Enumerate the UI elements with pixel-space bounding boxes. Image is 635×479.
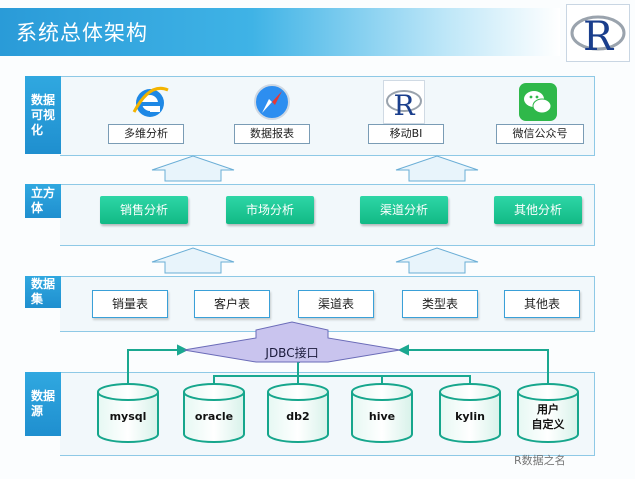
- page-title: 系统总体架构: [16, 21, 148, 45]
- cube-item-market: 市场分析: [226, 196, 314, 224]
- up-arrow: [151, 155, 235, 182]
- dataset-item-customer: 客户表: [194, 290, 270, 318]
- svg-text:R: R: [393, 89, 415, 122]
- db-label-hive: hive: [368, 410, 396, 423]
- cube-item-other: 其他分析: [494, 196, 582, 224]
- connector-arrowhead: [397, 344, 409, 356]
- db-kylin-icon: [439, 383, 501, 443]
- mobile-bi-r-icon: R: [383, 80, 425, 124]
- safari-icon: [252, 82, 292, 122]
- up-arrow: [395, 155, 479, 182]
- datasource-layer-label: 数据源: [25, 372, 61, 436]
- ie-icon: [130, 82, 170, 122]
- connector-line: [213, 375, 471, 388]
- wechat-icon: [518, 82, 558, 122]
- db-label-db2: db2: [286, 410, 310, 423]
- connector-line: [127, 349, 180, 388]
- cube-layer-label: 立方体: [25, 184, 61, 218]
- cube-item-sales: 销售分析: [100, 196, 188, 224]
- viz-item-mobile-bi: 移动BI: [368, 124, 444, 144]
- db-label-kylin: kylin: [455, 410, 485, 423]
- viz-layer-label-text: 数据可视化: [31, 92, 56, 137]
- cube-item-channel: 渠道分析: [360, 196, 448, 224]
- dataset-item-other: 其他表: [504, 290, 580, 318]
- svg-text:R: R: [583, 14, 615, 60]
- viz-item-wechat: 微信公众号: [496, 124, 584, 144]
- dataset-item-type: 类型表: [402, 290, 478, 318]
- connector-arrowhead: [177, 344, 189, 356]
- db-hive-icon: [351, 383, 413, 443]
- up-arrow: [151, 247, 235, 274]
- viz-layer-label: 数据可视化: [25, 76, 61, 154]
- dataset-item-channel: 渠道表: [298, 290, 374, 318]
- db-label-custom: 用户 自定义: [531, 403, 565, 431]
- r-logo-icon: R: [566, 4, 630, 62]
- jdbc-interface-shape: [183, 321, 401, 363]
- db-oracle-icon: [183, 383, 245, 443]
- jdbc-interface-label: JDBC接口: [265, 346, 319, 360]
- viz-item-multidim: 多维分析: [108, 124, 184, 144]
- db-custom-icon: [517, 383, 579, 443]
- up-arrow: [395, 247, 479, 274]
- title-bar: [0, 8, 560, 56]
- db-label-oracle: oracle: [194, 410, 234, 423]
- db-db2-icon: [267, 383, 329, 443]
- watermark-text: R数据之名: [514, 454, 566, 467]
- connector-line: [406, 349, 549, 388]
- dataset-item-sales: 销量表: [92, 290, 168, 318]
- viz-item-report: 数据报表: [234, 124, 310, 144]
- db-label-mysql: mysql: [109, 410, 147, 423]
- db-mysql-icon: [97, 383, 159, 443]
- dataset-layer-label: 数据集: [25, 276, 61, 308]
